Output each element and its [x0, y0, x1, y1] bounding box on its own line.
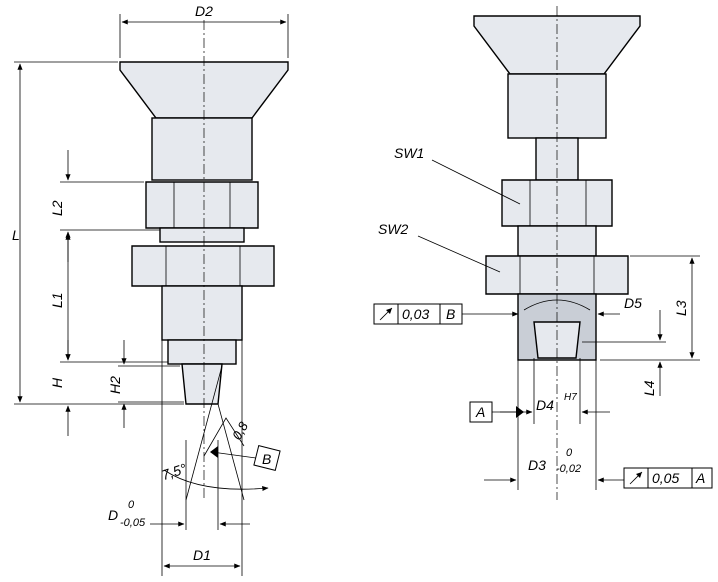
- right-view: SW1 SW2 0,03 B D5 L3 L4: [373, 6, 713, 500]
- hex-nut-lower-left: [131, 245, 275, 287]
- runout-1-value: 0,03: [402, 306, 429, 322]
- label-d5: D5: [624, 295, 642, 311]
- label-d3-tol-lower: -0,02: [556, 463, 581, 475]
- plunger-pin-left: [181, 363, 223, 405]
- label-l3: L3: [673, 300, 689, 316]
- hex-nut-upper-left: [145, 181, 259, 229]
- label-h2: H2: [107, 376, 123, 394]
- runout-2-datum: A: [695, 470, 705, 486]
- label-d4: D4: [536, 397, 554, 413]
- label-roughness: 0,8: [229, 419, 251, 443]
- label-h: H: [49, 377, 65, 388]
- label-l2: L2: [49, 200, 65, 216]
- label-angle: 7,5°: [160, 460, 189, 483]
- label-l4: L4: [641, 380, 657, 396]
- label-d4-fit: H7: [564, 392, 577, 403]
- left-view: D2 L L2 L1 H H2 7,5° 0,8: [12, 3, 289, 576]
- runout-frame-1: 0,03 B: [373, 303, 519, 325]
- hex-nut-sw2: [485, 255, 629, 295]
- datum-b-left: B: [262, 451, 271, 467]
- label-d-tol-lower: -0,05: [120, 517, 146, 529]
- threaded-body-left: [161, 285, 243, 341]
- label-d: D: [108, 507, 118, 523]
- runout-1-datum: B: [446, 306, 455, 322]
- label-sw1: SW1: [394, 145, 424, 161]
- label-sw2: SW2: [378, 221, 409, 237]
- runout-2-value: 0,05: [652, 470, 679, 486]
- datum-a: A: [475, 404, 485, 420]
- label-l1: L1: [49, 292, 65, 308]
- label-l: L: [12, 227, 20, 243]
- shank-left: [151, 117, 253, 181]
- label-d2: D2: [195, 3, 213, 19]
- label-d1: D1: [193, 547, 211, 563]
- hex-nut-sw1: [501, 179, 613, 227]
- label-d3: D3: [528, 457, 546, 473]
- label-d3-tol-upper: 0: [566, 447, 573, 459]
- runout-frame-2: 0,05 A: [623, 467, 713, 489]
- label-d-tol-upper: 0: [128, 499, 135, 511]
